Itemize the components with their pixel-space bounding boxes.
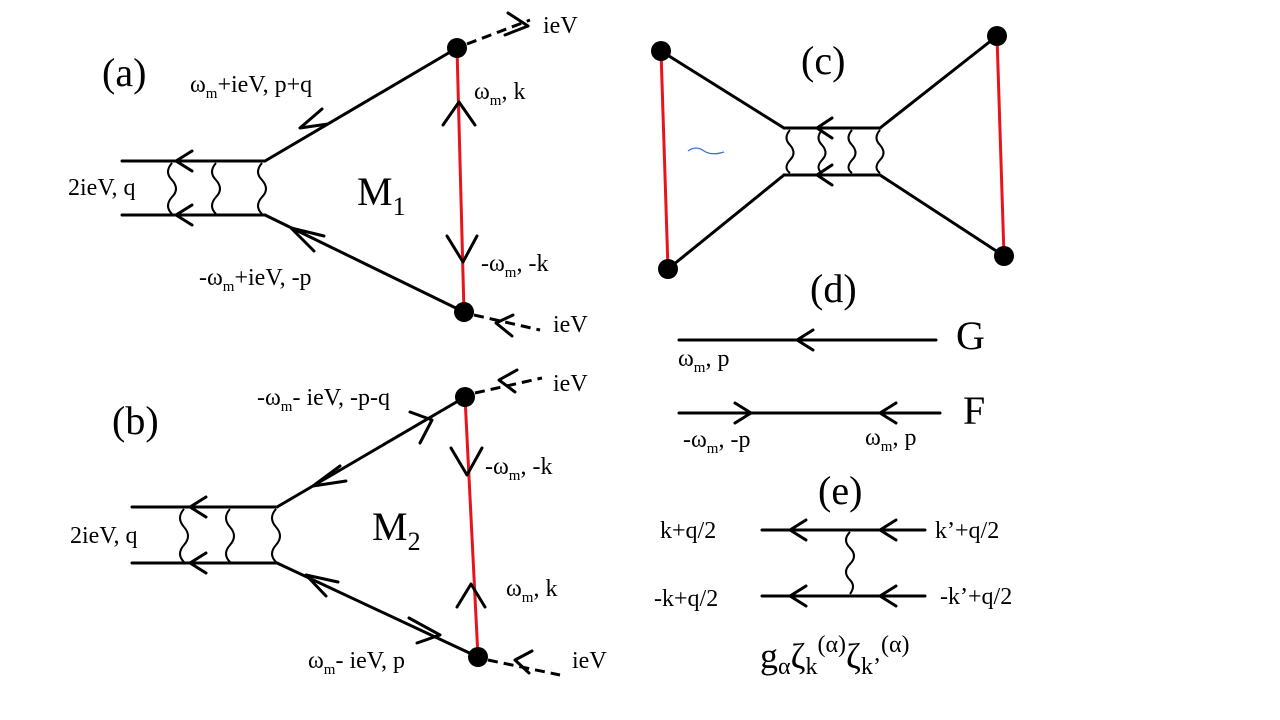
interaction-wiggle — [257, 162, 267, 215]
propagator-top-arrow — [408, 410, 434, 445]
propagator-bottom-arrow — [407, 616, 442, 645]
vertex-dot — [994, 246, 1014, 266]
propagator-line — [878, 34, 999, 130]
red-bottom-label: ωm, k — [506, 576, 557, 606]
vertex-dot — [468, 647, 488, 667]
panel-b-tag: (b) — [112, 398, 159, 443]
vertex-top-label: ieV — [553, 371, 588, 397]
interaction-wiggle — [845, 531, 855, 595]
g-symbol: G — [956, 313, 985, 358]
f-label-right: ωm, p — [865, 425, 916, 455]
red-top-label: -ωm, -k — [485, 454, 552, 484]
diagram-name-m2: M2 — [372, 504, 421, 556]
arrow — [878, 584, 898, 608]
arrow — [788, 518, 808, 542]
propagator-top — [275, 395, 467, 509]
top-propagator-label: ωm+ieV, p+q — [190, 72, 312, 102]
ladder-top-arrow — [815, 116, 834, 140]
propagator-top — [263, 46, 459, 163]
vertex-bottom-label: ieV — [553, 312, 588, 338]
vertex-dot — [454, 302, 474, 322]
bottom-right-momentum: -k’+q/2 — [940, 584, 1012, 610]
pen-scribble — [687, 147, 725, 155]
red-arrow-down — [445, 234, 479, 264]
top-left-momentum: k+q/2 — [660, 518, 716, 544]
vertex-dot — [658, 259, 678, 279]
red-propagator — [455, 47, 466, 313]
red-arrow-down — [449, 446, 484, 477]
red-propagator — [463, 396, 480, 658]
g-arrow — [795, 328, 815, 352]
red-top-label: ωm, k — [474, 79, 525, 109]
propagator-bottom-arrow — [304, 573, 340, 598]
interaction-wiggle — [785, 129, 795, 174]
f-label-left: -ωm, -p — [683, 427, 750, 457]
propagator-top-arrow — [311, 464, 348, 488]
external-arrow — [503, 11, 530, 37]
red-arrow-up — [455, 582, 487, 609]
panel-e-tag: (e) — [818, 468, 862, 513]
external-arrow — [513, 649, 534, 675]
ladder-bottom-arrow — [174, 203, 194, 227]
red-propagator — [659, 50, 670, 270]
red-arrow-up — [441, 100, 477, 127]
diagram-name-m1: M1 — [357, 169, 406, 221]
propagator-top-arrow — [298, 107, 330, 130]
interaction-wiggle — [875, 129, 885, 174]
interaction-wiggle — [167, 162, 177, 215]
bottom-left-momentum: -k+q/2 — [654, 586, 718, 612]
red-propagator — [995, 35, 1006, 257]
f-symbol: F — [963, 388, 985, 433]
propagator-line — [878, 173, 1006, 258]
vertex-bottom-label: ieV — [572, 648, 607, 674]
ladder-label: 2ieV, q — [68, 175, 136, 201]
panel-e: (e) k+q/2 k’+q/2 -k+q/2 -k’+q/2 gαζk(α)ζ… — [654, 468, 1012, 680]
f-arrow-right — [733, 401, 753, 425]
vertex-dot — [447, 38, 467, 58]
red-bottom-label: -ωm, -k — [481, 251, 548, 281]
f-arrow-left — [878, 401, 898, 425]
panel-a: (a) 2ieV, q ieV ieV ωm+ieV, p+q -ωm+ieV,… — [68, 11, 588, 338]
top-right-momentum: k’+q/2 — [935, 518, 999, 544]
external-dashed-line — [473, 313, 541, 332]
g-label: ωm, p — [678, 346, 729, 376]
vertex-dot — [987, 26, 1007, 46]
interaction-wiggle — [211, 162, 221, 215]
propagator-line — [659, 49, 786, 130]
external-arrow — [494, 313, 515, 338]
vertex-top-label: ieV — [543, 13, 578, 39]
arrow — [878, 518, 898, 542]
external-dashed-line — [466, 18, 531, 46]
panel-c-tag: (c) — [801, 38, 845, 83]
panel-d: (d) G ωm, p F -ωm, -p ωm, p — [677, 266, 985, 457]
panel-a-tag: (a) — [102, 50, 146, 95]
panel-b: (b) 2ieV, q ieV ieV -ωm- ieV, -p-q ωm- i… — [70, 368, 607, 678]
bottom-propagator-label: ωm- ieV, p — [308, 648, 405, 678]
ladder-label: 2ieV, q — [70, 523, 138, 549]
panel-d-tag: (d) — [810, 266, 857, 311]
panel-c: (c) — [651, 26, 1014, 279]
vertex-dot — [651, 41, 671, 61]
ladder-bottom-arrow — [188, 551, 208, 575]
external-arrow — [497, 368, 519, 394]
ladder-top-arrow — [188, 495, 208, 519]
interaction-wiggle — [179, 508, 189, 563]
ladder-bottom-arrow — [815, 163, 834, 187]
interaction-wiggle — [847, 129, 857, 174]
ladder-top-arrow — [174, 149, 194, 173]
top-propagator-label: -ωm- ieV, -p-q — [257, 385, 390, 415]
interaction-wiggle — [817, 129, 827, 174]
bottom-propagator-label: -ωm+ieV, -p — [199, 265, 312, 295]
propagator-bottom-arrow — [289, 226, 326, 253]
propagator-line — [666, 173, 786, 271]
arrow — [788, 584, 808, 608]
vertex-dot — [455, 387, 475, 407]
coupling-expression: gαζk(α)ζk’(α) — [760, 632, 910, 680]
interaction-wiggle — [225, 508, 235, 563]
interaction-wiggle — [271, 508, 281, 563]
